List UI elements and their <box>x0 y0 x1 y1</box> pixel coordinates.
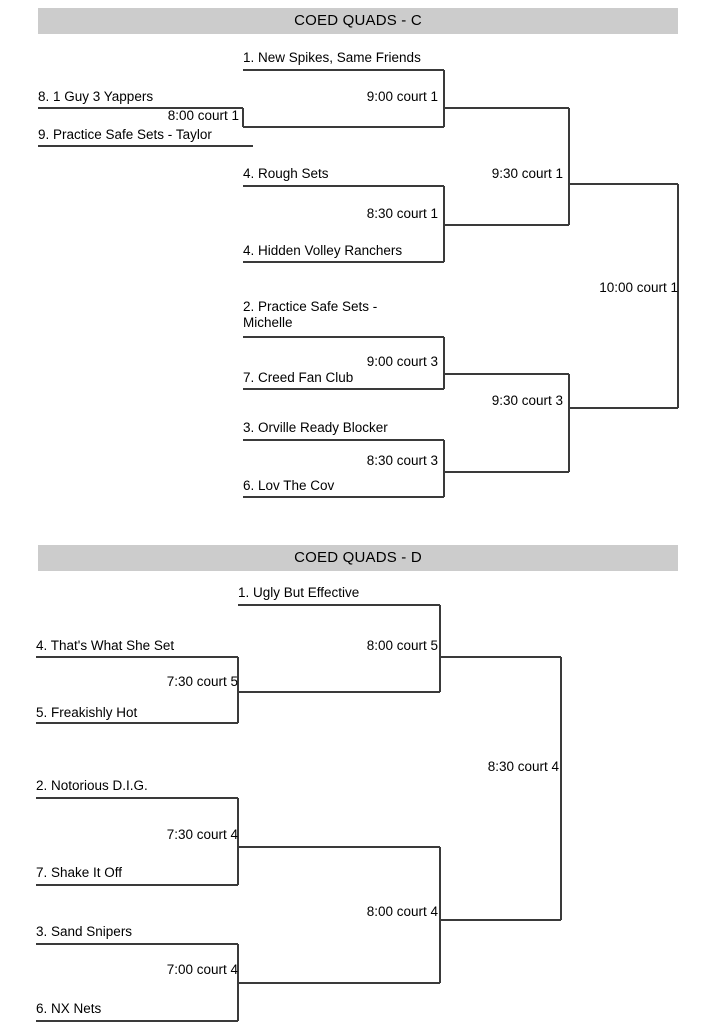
team-label-c-seed-7[interactable]: 7. Creed Fan Club <box>243 370 354 385</box>
team-label-c-seed-2[interactable]: 2. Practice Safe Sets - Michelle <box>243 299 378 330</box>
match-label-c-m-10-00-court-1[interactable]: 10:00 court 1 <box>599 280 678 295</box>
section-header-coed-quads-c: COED QUADS - C <box>38 8 678 34</box>
section-header-coed-quads-d: COED QUADS - D <box>38 545 678 571</box>
team-label-d-seed-5[interactable]: 5. Freakishly Hot <box>36 705 138 720</box>
team-label-c-seed-4a[interactable]: 4. Rough Sets <box>243 166 329 181</box>
team-label-c-seed-1[interactable]: 1. New Spikes, Same Friends <box>243 50 421 65</box>
team-label-d-seed-7[interactable]: 7. Shake It Off <box>36 865 123 880</box>
match-label-c-m-8-30-court-3[interactable]: 8:30 court 3 <box>366 453 438 468</box>
match-label-c-m-8-30-court-1[interactable]: 8:30 court 1 <box>366 206 438 221</box>
team-label-c-seed-3[interactable]: 3. Orville Ready Blocker <box>243 420 388 435</box>
team-label-c-seed-9[interactable]: 9. Practice Safe Sets - Taylor <box>38 127 212 142</box>
team-label-c-seed-8[interactable]: 8. 1 Guy 3 Yappers <box>38 89 154 104</box>
match-label-d-m-8-00-court-5[interactable]: 8:00 court 5 <box>366 638 438 653</box>
team-label-d-seed-4[interactable]: 4. That's What She Set <box>36 638 175 653</box>
match-label-d-m-7-30-court-5[interactable]: 7:30 court 5 <box>166 674 238 689</box>
team-label-d-seed-2[interactable]: 2. Notorious D.I.G. <box>36 778 148 793</box>
match-label-c-m-8-00-court-1[interactable]: 8:00 court 1 <box>167 108 239 123</box>
match-label-c-m-9-00-court-3[interactable]: 9:00 court 3 <box>366 354 438 369</box>
match-label-d-m-8-30-court-4[interactable]: 8:30 court 4 <box>487 759 559 774</box>
team-label-d-seed-6[interactable]: 6. NX Nets <box>36 1001 102 1016</box>
team-label-c-seed-4b[interactable]: 4. Hidden Volley Ranchers <box>243 243 403 258</box>
match-label-d-m-7-30-court-4[interactable]: 7:30 court 4 <box>166 827 238 842</box>
team-label-d-seed-3[interactable]: 3. Sand Snipers <box>36 924 133 939</box>
match-label-c-m-9-00-court-1[interactable]: 9:00 court 1 <box>366 89 438 104</box>
match-label-c-m-9-30-court-1[interactable]: 9:30 court 1 <box>491 166 563 181</box>
team-label-d-seed-1[interactable]: 1. Ugly But Effective <box>238 585 360 600</box>
team-label-c-seed-6[interactable]: 6. Lov The Cov <box>243 478 335 493</box>
match-label-c-m-9-30-court-3[interactable]: 9:30 court 3 <box>491 393 563 408</box>
match-label-d-m-7-00-court-4[interactable]: 7:00 court 4 <box>166 962 238 977</box>
match-label-d-m-8-00-court-4[interactable]: 8:00 court 4 <box>366 904 438 919</box>
